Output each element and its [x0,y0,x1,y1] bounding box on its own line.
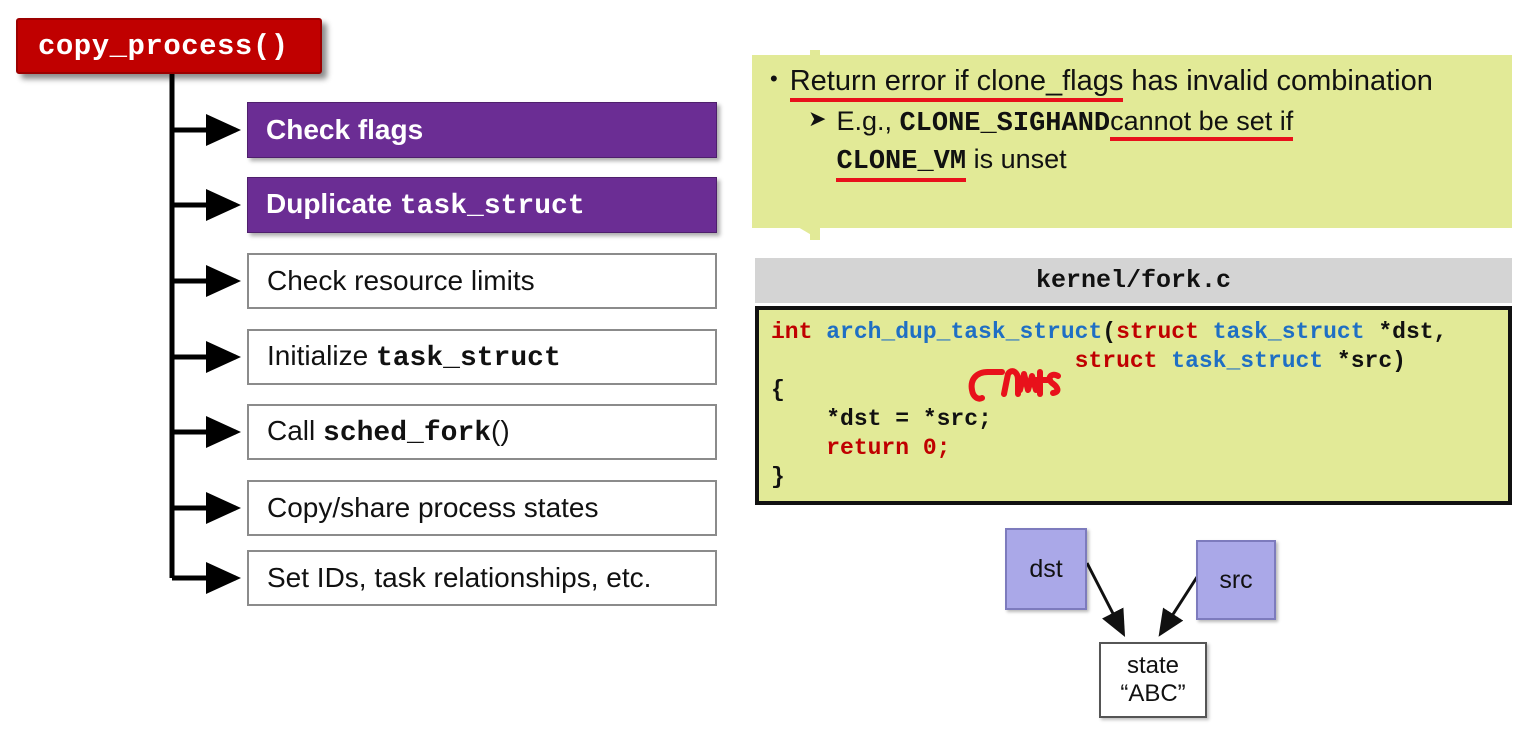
bullet-dot-icon: • [770,66,778,91]
pointer-diagram-arrows [1085,562,1199,638]
code-token: *dst = *src; [771,406,992,432]
code-line-5: return 0; [771,434,1508,463]
step-text: Set IDs, task relationships, etc. [267,562,652,593]
step-code-token: task_struct [375,342,561,374]
step-code-token: task_struct [399,190,585,222]
code-line-4: *dst = *src; [771,405,1508,434]
code-listing: int arch_dup_task_struct(struct task_str… [755,306,1512,505]
code-line-2: struct task_struct *src) [771,347,1508,376]
pointer-box-dst-label: dst [1029,554,1063,583]
callout-bullet-2: ➤ E.g., CLONE_SIGHANDcannot be set if CL… [808,104,1498,183]
flowchart-step-7[interactable]: Set IDs, task relationships, etc. [247,550,717,606]
flowchart-step-1-label: Check flags [266,116,423,144]
callout-box: • Return error if clone_flags has invali… [752,55,1512,228]
callout-clone-sighand: CLONE_SIGHAND [899,109,1111,140]
step-text: Duplicate [266,187,400,219]
flowchart-step-6-label: Copy/share process states [267,494,599,522]
code-token: int [771,319,827,345]
code-filename-header: kernel/fork.c [755,258,1512,303]
step-text: Initialize [267,339,376,371]
state-box: state “ABC” [1099,642,1207,718]
callout-bullet-1: • Return error if clone_flags has invali… [766,65,1498,102]
code-line-1: int arch_dup_task_struct(struct task_str… [771,318,1508,347]
code-token: *src) [1323,348,1406,374]
state-box-line1: state [1126,652,1180,680]
flowchart-step-6[interactable]: Copy/share process states [247,480,717,536]
step-text: Call [267,414,324,446]
flowchart-connectors [169,72,241,595]
flowchart-step-5-label: Call sched_fork() [267,414,510,449]
code-token [771,348,1075,374]
flowchart-step-3[interactable]: Check resource limits [247,253,717,309]
code-token [771,435,826,461]
pointer-box-src: src [1196,540,1276,620]
code-token: struct [1074,348,1172,374]
callout-line1-rest: has invalid combination [1123,65,1433,97]
step-code-token: sched_fork [323,417,492,449]
flowchart-step-4[interactable]: Initialize task_struct [247,329,717,385]
callout-line1-underlined: Return error if clone_flags [789,65,1124,102]
code-token: return 0; [826,435,951,461]
pointer-box-dst: dst [1005,528,1087,610]
code-token: { [771,377,785,403]
callout-line3-rest: is unset [966,144,1067,175]
flowchart-step-5[interactable]: Call sched_fork() [247,404,717,460]
code-line-6: } [771,463,1508,492]
callout-line2-prefix: E.g., [836,106,900,137]
flowchart-step-7-label: Set IDs, task relationships, etc. [267,564,651,592]
step-text-suffix: () [491,414,510,446]
step-text: Check resource limits [267,265,535,296]
flowchart-step-4-label: Initialize task_struct [267,339,561,374]
copy-process-title-box: copy_process() [16,18,322,74]
code-token: struct [1116,319,1213,345]
copy-process-label: copy_process() [38,29,289,63]
code-token: *dst, [1364,319,1448,345]
code-token: task_struct [1212,319,1365,345]
step-text: Check flags [266,114,424,145]
callout-line2-underlined: cannot be set if [1110,106,1294,142]
pointer-box-src-label: src [1219,565,1253,594]
code-token: arch_dup_task_struct [826,319,1103,345]
code-filename: kernel/fork.c [1035,266,1232,295]
code-line-3: { [771,376,1508,405]
code-token: } [771,464,785,490]
code-token: ( [1102,319,1117,345]
step-text: Copy/share process states [267,492,599,523]
flowchart-step-2-label: Duplicate task_struct [266,187,585,222]
flowchart-step-3-label: Check resource limits [267,267,535,295]
flowchart-step-2[interactable]: Duplicate task_struct [247,177,717,233]
callout-clone-vm: CLONE_VM [836,147,967,183]
state-box-line2: “ABC” [1120,680,1186,707]
code-token: task_struct [1171,348,1324,374]
flowchart-step-1[interactable]: Check flags [247,102,717,158]
arrowhead-bullet-icon: ➤ [808,106,827,132]
